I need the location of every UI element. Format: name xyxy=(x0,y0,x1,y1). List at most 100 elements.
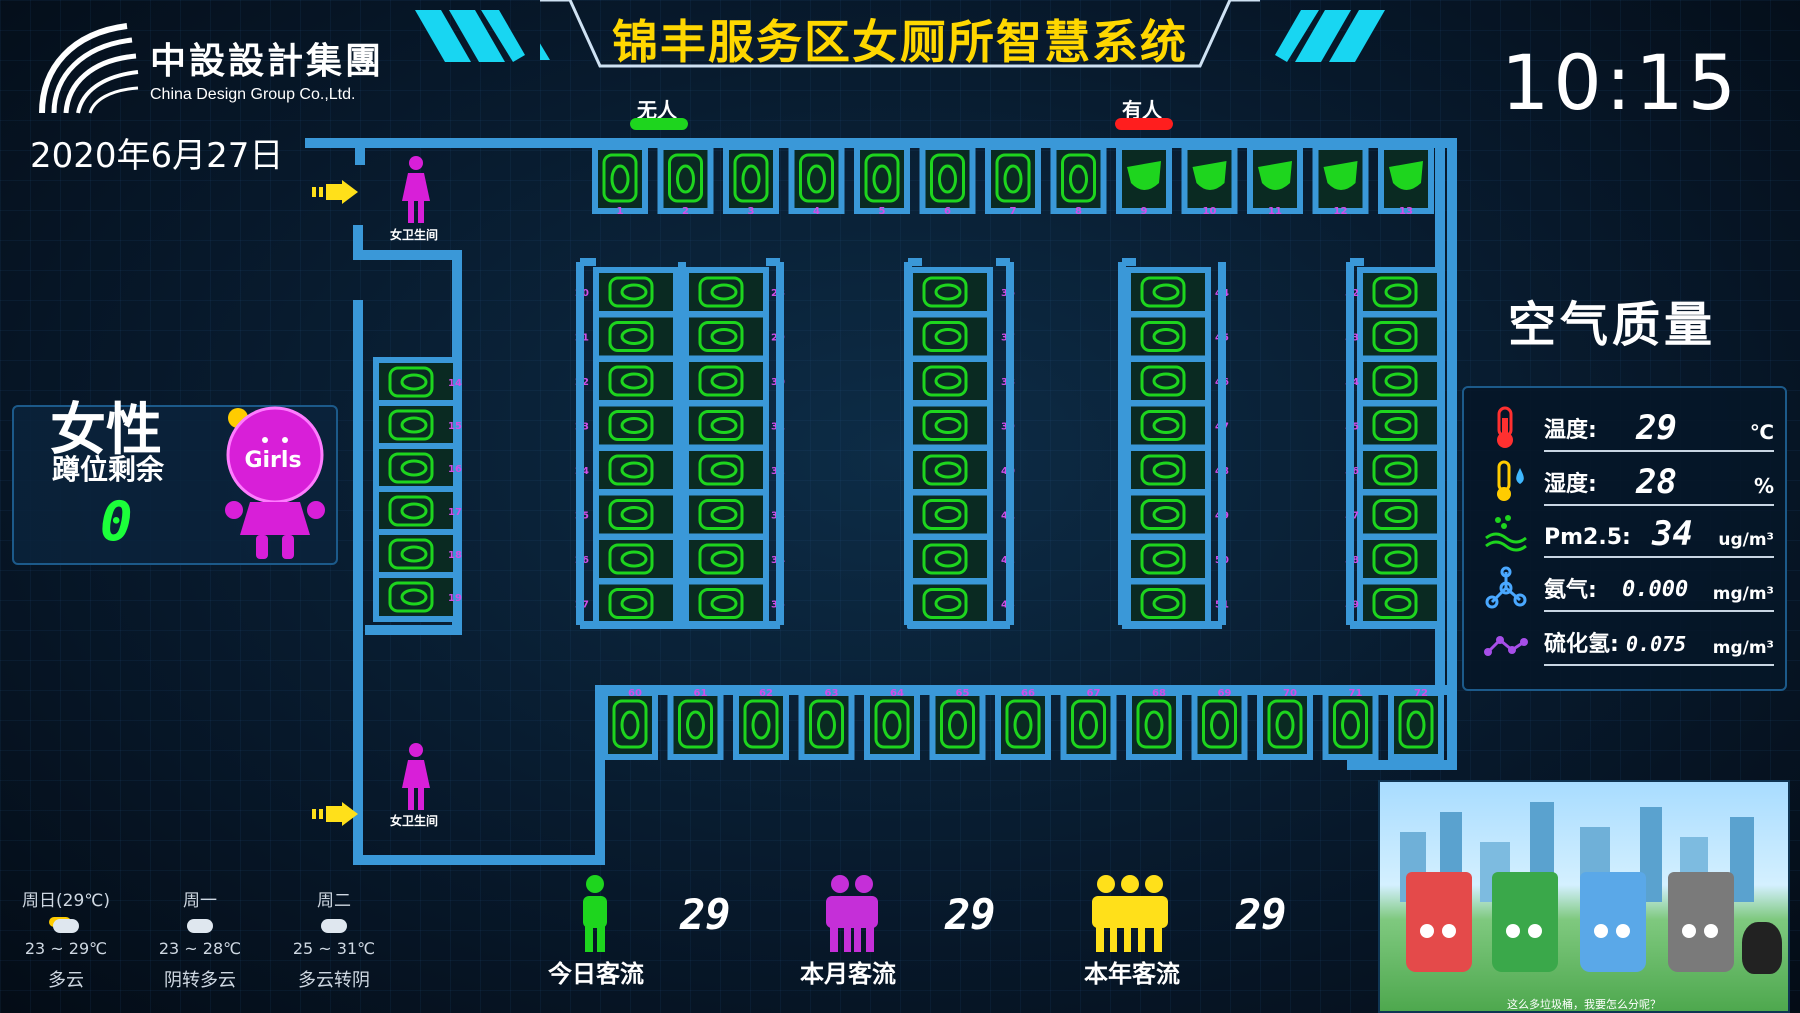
stall-47[interactable]: 47 xyxy=(1125,400,1229,451)
stall-25[interactable]: 25 xyxy=(575,489,679,540)
stall-50[interactable]: 50 xyxy=(1125,534,1229,584)
air-value: 28 xyxy=(1636,462,1677,502)
stall-17[interactable]: 17 xyxy=(373,486,462,536)
stall-20[interactable]: 20 xyxy=(575,267,679,317)
air-label: 氨气: xyxy=(1544,578,1597,603)
stall-43[interactable]: 43 xyxy=(907,578,1015,629)
stall-41[interactable]: 41 xyxy=(907,489,1015,540)
stall-number: 60 xyxy=(628,688,642,699)
stall-57[interactable]: 57 xyxy=(1345,489,1443,540)
stall-42[interactable]: 42 xyxy=(907,534,1015,584)
stall-31[interactable]: 31 xyxy=(683,400,785,451)
stall-10[interactable]: 10 xyxy=(1181,144,1238,217)
cloud-icon xyxy=(187,919,213,933)
stall-2[interactable]: 2 xyxy=(657,144,714,217)
trash-bag-icon xyxy=(1742,922,1782,974)
stall-number: 63 xyxy=(825,688,839,699)
weather-day: 周日(29℃) 23 ~ 29℃ 多云 xyxy=(6,886,126,992)
stall-45[interactable]: 45 xyxy=(1125,311,1229,362)
stall-15[interactable]: 15 xyxy=(373,400,462,450)
stall-40[interactable]: 40 xyxy=(907,445,1015,495)
person-single-icon xyxy=(583,875,607,952)
stall-32[interactable]: 32 xyxy=(683,445,785,495)
stall-8[interactable]: 8 xyxy=(1050,144,1107,217)
stall-63[interactable]: 63 xyxy=(798,688,855,760)
stall-11[interactable]: 11 xyxy=(1247,144,1303,217)
stall-1[interactable]: 1 xyxy=(592,144,648,217)
stall-19[interactable]: 19 xyxy=(373,572,462,622)
female-restroom-icon xyxy=(402,743,430,810)
stall-62[interactable]: 62 xyxy=(733,688,789,760)
stall-12[interactable]: 12 xyxy=(1312,144,1369,217)
stall-72[interactable]: 72 xyxy=(1388,688,1444,760)
stall-23[interactable]: 23 xyxy=(575,400,679,451)
stall-67[interactable]: 67 xyxy=(1060,688,1117,760)
stall-4[interactable]: 4 xyxy=(788,144,845,217)
stall-26[interactable]: 26 xyxy=(575,534,679,584)
weather-desc: 阴转多云 xyxy=(164,970,236,991)
stall-24[interactable]: 24 xyxy=(575,445,679,495)
air-unit: % xyxy=(1753,474,1774,498)
stall-60[interactable]: 60 xyxy=(602,688,658,760)
legend-occupied-bar xyxy=(1115,118,1173,130)
remaining-count: 0 xyxy=(100,490,133,553)
stall-58[interactable]: 58 xyxy=(1345,534,1443,584)
title-stripes-right xyxy=(1275,10,1385,62)
stall-61[interactable]: 61 xyxy=(667,688,724,760)
stall-36[interactable]: 36 xyxy=(907,267,1015,317)
stall-55[interactable]: 55 xyxy=(1345,400,1443,451)
stall-51[interactable]: 51 xyxy=(1125,578,1229,629)
air-value: 0.075 xyxy=(1626,632,1687,656)
stall-59[interactable]: 59 xyxy=(1345,578,1443,629)
stall-30[interactable]: 30 xyxy=(683,356,785,406)
stall-66[interactable]: 66 xyxy=(995,688,1051,760)
stall-6[interactable]: 6 xyxy=(919,144,976,217)
stall-64[interactable]: 64 xyxy=(864,688,920,760)
stall-number: 15 xyxy=(448,421,462,432)
stall-39[interactable]: 39 xyxy=(907,400,1015,451)
stall-69[interactable]: 69 xyxy=(1191,688,1248,760)
stall-29[interactable]: 29 xyxy=(683,311,785,362)
stall-46[interactable]: 46 xyxy=(1125,356,1229,406)
air-label: 硫化氢: xyxy=(1544,632,1619,657)
stall-number: 61 xyxy=(694,688,708,699)
stall-38[interactable]: 38 xyxy=(907,356,1015,406)
stall-71[interactable]: 71 xyxy=(1322,688,1379,760)
month-traffic-label: 本月客流 xyxy=(800,960,896,988)
stall-35[interactable]: 35 xyxy=(683,578,785,629)
title-stripes-left xyxy=(415,10,525,62)
stall-27[interactable]: 27 xyxy=(575,578,679,629)
stall-7[interactable]: 7 xyxy=(985,144,1041,217)
stall-68[interactable]: 68 xyxy=(1126,688,1182,760)
stall-44[interactable]: 44 xyxy=(1125,267,1229,317)
stall-number: 70 xyxy=(1283,688,1297,699)
stall-70[interactable]: 70 xyxy=(1257,688,1313,760)
stall-33[interactable]: 33 xyxy=(683,489,785,540)
female-title: 女性 xyxy=(50,398,162,463)
stall-49[interactable]: 49 xyxy=(1125,489,1229,540)
stall-65[interactable]: 65 xyxy=(929,688,986,760)
year-traffic-value: 29 xyxy=(1236,890,1287,939)
stall-37[interactable]: 37 xyxy=(907,311,1015,362)
stall-28[interactable]: 28 xyxy=(683,267,785,317)
stall-5[interactable]: 5 xyxy=(854,144,910,217)
stall-56[interactable]: 56 xyxy=(1345,445,1443,495)
air-row-humidity: 湿度: 28 % xyxy=(1544,460,1774,506)
stall-52[interactable]: 52 xyxy=(1345,267,1443,317)
stall-number: 1 xyxy=(617,206,624,217)
stall-13[interactable]: 13 xyxy=(1378,144,1434,217)
stall-number: 62 xyxy=(759,688,773,699)
stall-3[interactable]: 3 xyxy=(723,144,779,217)
stall-22[interactable]: 22 xyxy=(575,356,679,406)
stall-18[interactable]: 18 xyxy=(373,529,462,579)
stall-14[interactable]: 14 xyxy=(373,357,462,407)
stall-34[interactable]: 34 xyxy=(683,534,785,584)
stall-21[interactable]: 21 xyxy=(575,311,679,362)
promo-video[interactable] xyxy=(1378,780,1790,1013)
stall-number: 10 xyxy=(1203,206,1217,217)
stall-53[interactable]: 53 xyxy=(1345,311,1443,362)
stall-9[interactable]: 9 xyxy=(1116,144,1172,217)
stall-48[interactable]: 48 xyxy=(1125,445,1229,495)
stall-54[interactable]: 54 xyxy=(1345,356,1443,406)
stall-16[interactable]: 16 xyxy=(373,443,462,493)
